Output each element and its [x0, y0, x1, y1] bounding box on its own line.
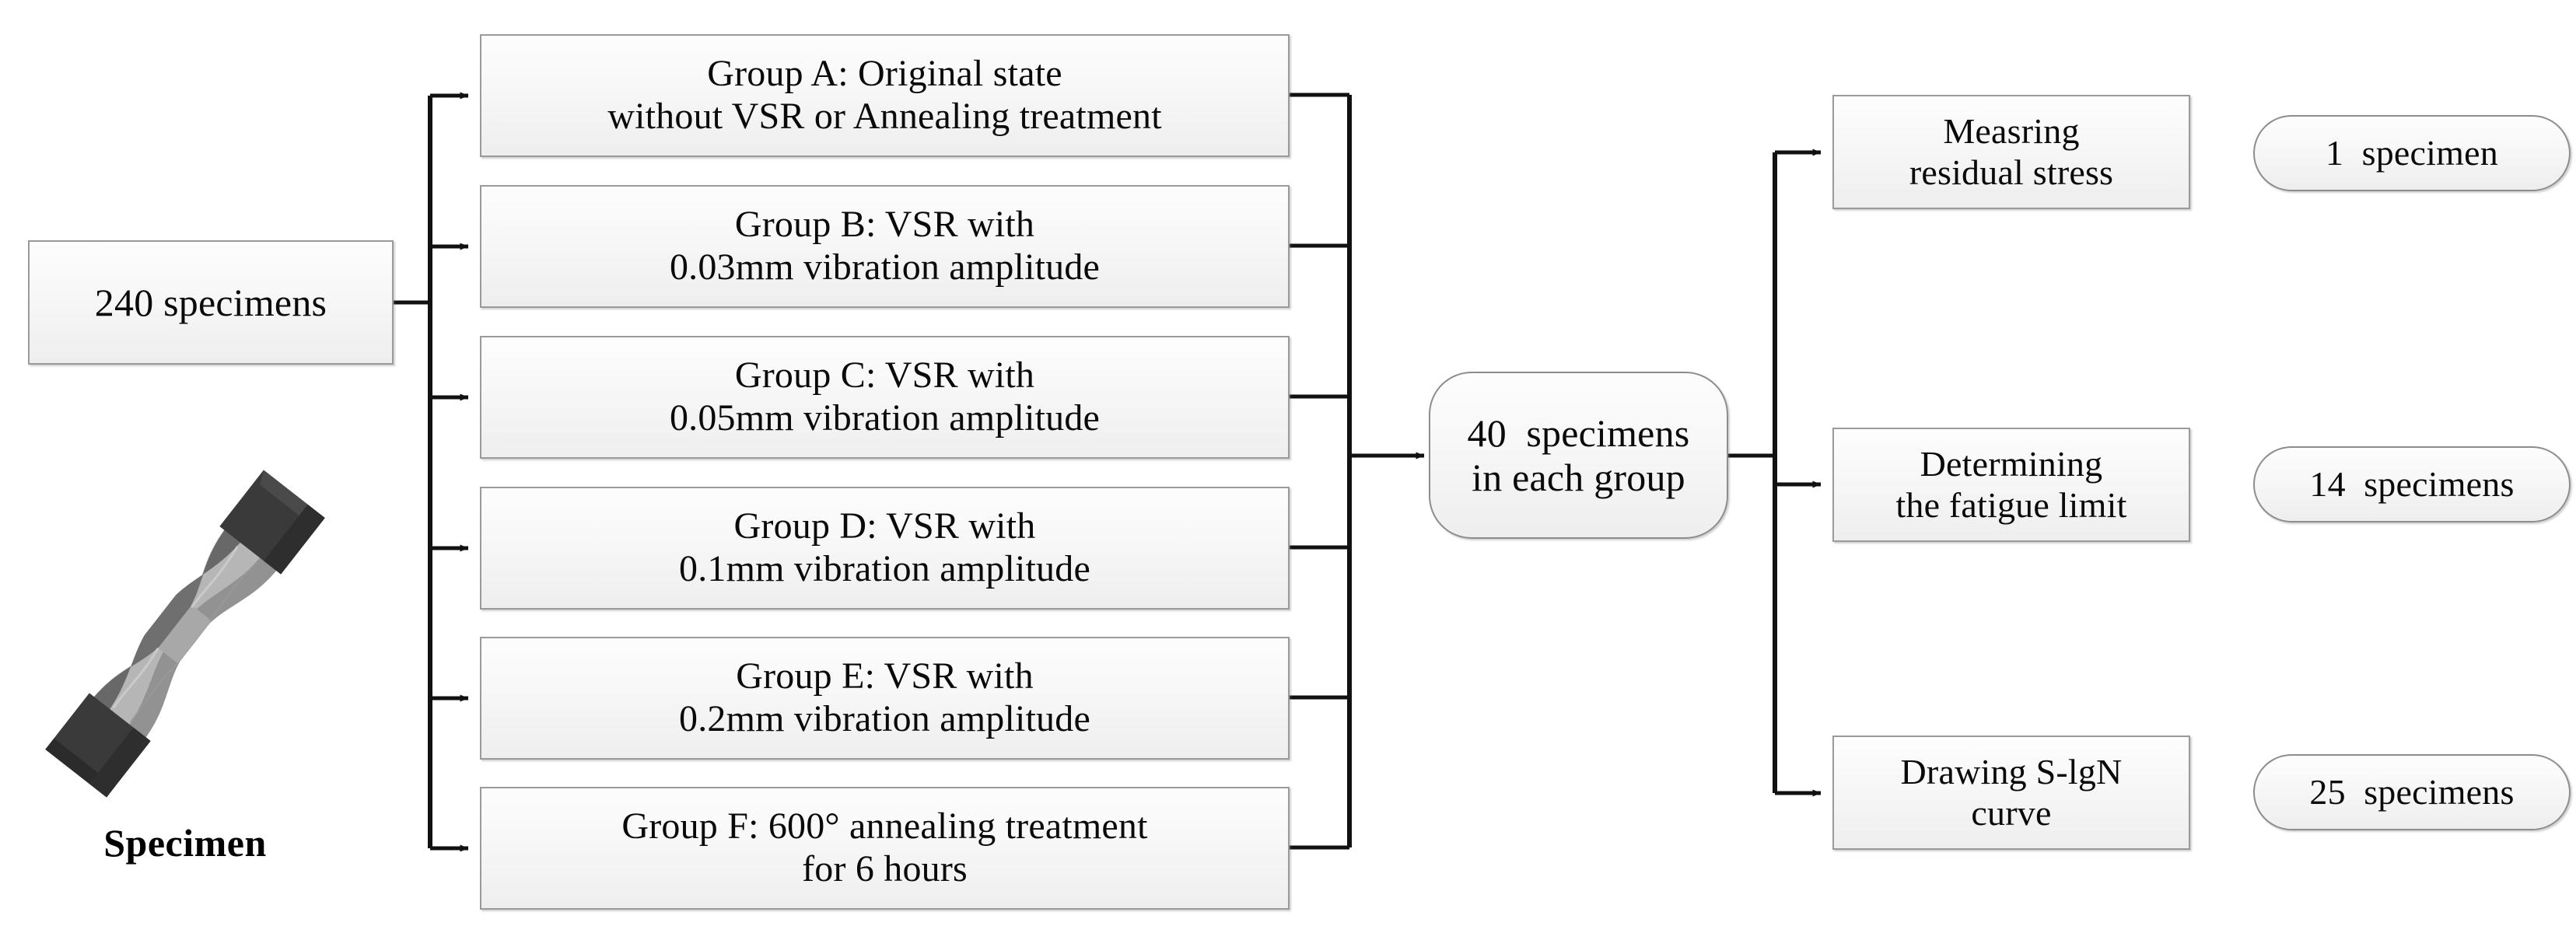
- group-box-b[interactable]: Group B: VSR with 0.03mm vibration ampli…: [480, 185, 1290, 308]
- count-pill-s-lgn-curve[interactable]: 25 specimens: [2253, 754, 2571, 830]
- source-node-label: 240 specimens: [94, 280, 327, 324]
- group-c-line-1: Group C: VSR with: [734, 355, 1035, 397]
- count-1-label: 1 specimen: [2326, 132, 2498, 173]
- group-b-line-2: 0.03mm vibration amplitude: [669, 246, 1101, 288]
- task-2-line-2: the fatigue limit: [1895, 484, 2127, 525]
- group-e-line-2: 0.2mm vibration amplitude: [679, 698, 1090, 739]
- count-pill-fatigue-limit[interactable]: 14 specimens: [2253, 446, 2571, 522]
- specimen-caption: Specimen: [103, 821, 267, 865]
- batch-line-2: in each group: [1472, 455, 1685, 499]
- group-e-line-1: Group E: VSR with: [736, 655, 1034, 697]
- group-box-e[interactable]: Group E: VSR with 0.2mm vibration amplit…: [480, 637, 1290, 760]
- batch-node-per-group[interactable]: 40 specimens in each group: [1429, 372, 1728, 539]
- task-1-line-2: residual stress: [1909, 152, 2114, 192]
- group-box-a[interactable]: Group A: Original state without VSR or A…: [480, 34, 1290, 157]
- batch-line-1: 40 specimens: [1467, 411, 1690, 455]
- count-3-label: 25 specimens: [2309, 771, 2515, 812]
- task-box-drawing-s-lgn-curve[interactable]: Drawing S-lgN curve: [1832, 736, 2190, 850]
- task-box-measuring-residual-stress[interactable]: Measring residual stress: [1832, 95, 2190, 209]
- dogbone-tensile-specimen-icon: [45, 470, 325, 798]
- task-3-line-2: curve: [1971, 792, 2052, 833]
- task-box-determining-fatigue-limit[interactable]: Determining the fatigue limit: [1832, 428, 2190, 542]
- group-c-line-2: 0.05mm vibration amplitude: [669, 397, 1101, 439]
- group-f-line-1: Group F: 600° annealing treatment: [621, 805, 1148, 847]
- group-box-d[interactable]: Group D: VSR with 0.1mm vibration amplit…: [480, 487, 1290, 610]
- group-a-line-2: without VSR or Annealing treatment: [607, 96, 1162, 137]
- source-node-total-specimens[interactable]: 240 specimens: [28, 240, 394, 365]
- group-d-line-2: 0.1mm vibration amplitude: [679, 548, 1090, 589]
- task-1-line-1: Measring: [1943, 111, 2080, 152]
- task-2-line-1: Determining: [1920, 444, 2103, 484]
- group-box-c[interactable]: Group C: VSR with 0.05mm vibration ampli…: [480, 336, 1290, 459]
- group-d-line-1: Group D: VSR with: [733, 505, 1036, 547]
- specimen-illustration: [22, 447, 348, 820]
- group-a-line-1: Group A: Original state: [707, 53, 1062, 95]
- group-box-f[interactable]: Group F: 600° annealing treatment for 6 …: [480, 787, 1290, 910]
- count-2-label: 14 specimens: [2309, 463, 2515, 504]
- group-f-line-2: for 6 hours: [802, 848, 968, 889]
- count-pill-residual-stress[interactable]: 1 specimen: [2253, 115, 2571, 191]
- group-b-line-1: Group B: VSR with: [734, 204, 1035, 246]
- task-3-line-1: Drawing S-lgN: [1900, 752, 2123, 792]
